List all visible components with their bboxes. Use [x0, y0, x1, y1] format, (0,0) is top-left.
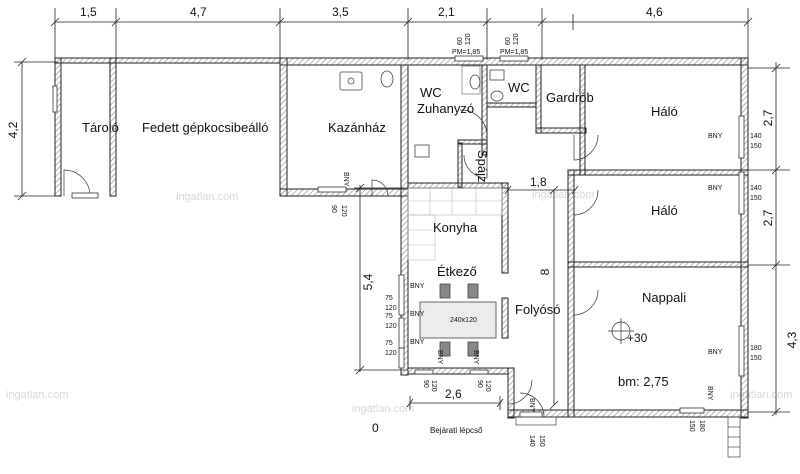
dim-right-living: 4,3	[785, 331, 799, 348]
dim-hall-length: 8	[538, 268, 552, 275]
svg-text:BNY: BNY	[342, 172, 349, 187]
svg-text:140: 140	[528, 435, 535, 447]
windows	[52, 55, 745, 418]
svg-text:PM=1,85: PM=1,85	[500, 49, 528, 56]
room-dining: Étkező	[437, 264, 477, 279]
entrance-dimension	[406, 396, 504, 410]
svg-text:120: 120	[513, 33, 520, 45]
dim-top-3: 3,5	[332, 5, 349, 19]
svg-text:75: 75	[385, 295, 393, 302]
dim-top-5: 4,6	[646, 5, 663, 19]
room-labels: Tároló Fedett gépkocsibeálló Kazánház WC…	[82, 80, 686, 435]
level-zero: 0	[372, 421, 379, 435]
svg-text:BNY: BNY	[410, 311, 425, 318]
svg-text:60: 60	[457, 37, 464, 45]
dim-kitchen-height: 5,4	[361, 273, 375, 290]
dim-hall-width: 1,8	[530, 175, 547, 189]
svg-text:BNY: BNY	[708, 185, 723, 192]
room-bedroom-2: Háló	[651, 203, 678, 218]
room-wc: WC	[508, 80, 530, 95]
watermarks: ingatlan.com ingatlan.com ingatlan.com i…	[6, 189, 792, 415]
room-bedroom-1: Háló	[651, 104, 678, 119]
room-storage: Tároló	[82, 120, 119, 135]
svg-text:120: 120	[385, 323, 397, 330]
svg-text:150: 150	[750, 143, 762, 150]
svg-text:90: 90	[476, 380, 483, 388]
svg-text:90: 90	[422, 380, 429, 388]
svg-text:BNY: BNY	[528, 398, 535, 413]
room-kitchen: Konyha	[433, 220, 478, 235]
svg-text:BNY: BNY	[410, 283, 425, 290]
svg-text:BNY: BNY	[708, 133, 723, 140]
level-markers: +30 bm: 2,75 0	[372, 318, 669, 435]
room-wc-shower-1: WC	[420, 85, 442, 100]
room-hall: Folyósó	[515, 302, 561, 317]
room-entrance: Bejárati lépcső	[430, 426, 483, 435]
svg-text:150: 150	[688, 420, 695, 432]
ceiling-height: bm: 2,75	[618, 374, 669, 389]
room-pantry: Spájz	[475, 150, 490, 183]
room-boiler: Kazánház	[328, 120, 386, 135]
svg-text:120: 120	[385, 350, 397, 357]
top-dimension-chain	[50, 8, 753, 60]
svg-text:150: 150	[750, 355, 762, 362]
svg-text:ingatlan.com: ingatlan.com	[532, 189, 594, 201]
room-living: Nappali	[642, 290, 686, 305]
svg-text:60: 60	[505, 37, 512, 45]
dim-left-storage: 4,2	[6, 121, 20, 138]
svg-text:BNY: BNY	[706, 386, 713, 401]
kitchen-dimension	[354, 183, 408, 375]
table-size-label: 240x120	[450, 317, 477, 324]
svg-text:140: 140	[750, 185, 762, 192]
svg-text:BNY: BNY	[410, 339, 425, 346]
dim-top-2: 4,7	[190, 5, 207, 19]
svg-text:150: 150	[750, 195, 762, 202]
svg-text:120: 120	[465, 33, 472, 45]
svg-text:BNY: BNY	[472, 350, 479, 365]
dim-top-4: 2,1	[438, 5, 455, 19]
svg-text:ingatlan.com: ingatlan.com	[6, 389, 68, 401]
entrance-stair	[515, 416, 741, 458]
dining-table	[419, 283, 497, 357]
room-carport: Fedett gépkocsibeálló	[142, 120, 268, 135]
svg-text:75: 75	[385, 313, 393, 320]
svg-text:150: 150	[538, 435, 545, 447]
svg-text:ingatlan.com: ingatlan.com	[352, 403, 414, 415]
dim-right-bedroom1: 2,7	[761, 109, 775, 126]
svg-text:BNY: BNY	[436, 350, 443, 365]
room-wardrobe: Gardrób	[546, 90, 594, 105]
svg-text:ingatlan.com: ingatlan.com	[730, 389, 792, 401]
doors	[63, 109, 599, 418]
left-dimension	[14, 57, 58, 201]
room-wc-shower-2: Zuhanyzó	[417, 101, 474, 116]
svg-text:75: 75	[385, 340, 393, 347]
dim-entrance-width: 2,6	[445, 387, 462, 401]
right-dimensions	[748, 62, 790, 417]
kitchen-counter	[407, 187, 503, 261]
svg-text:120: 120	[484, 380, 491, 392]
svg-text:BNY: BNY	[708, 349, 723, 356]
svg-text:180: 180	[750, 345, 762, 352]
window-annotations: PM=1,85 PM=1,85 60 120 60 120 BNY 140 15…	[330, 33, 762, 447]
dim-top-1: 1,5	[80, 5, 97, 19]
living-level: +30	[627, 331, 648, 345]
svg-text:120: 120	[340, 205, 347, 217]
svg-text:ingatlan.com: ingatlan.com	[176, 191, 238, 203]
svg-text:120: 120	[430, 380, 437, 392]
fixtures	[339, 65, 505, 158]
dim-right-bedroom2: 2,7	[761, 209, 775, 226]
svg-text:PM=1,85: PM=1,85	[452, 49, 480, 56]
svg-text:180: 180	[698, 420, 705, 432]
svg-text:140: 140	[750, 133, 762, 140]
svg-text:120: 120	[385, 305, 397, 312]
hall-dimensions	[504, 185, 579, 410]
svg-text:90: 90	[330, 205, 337, 213]
